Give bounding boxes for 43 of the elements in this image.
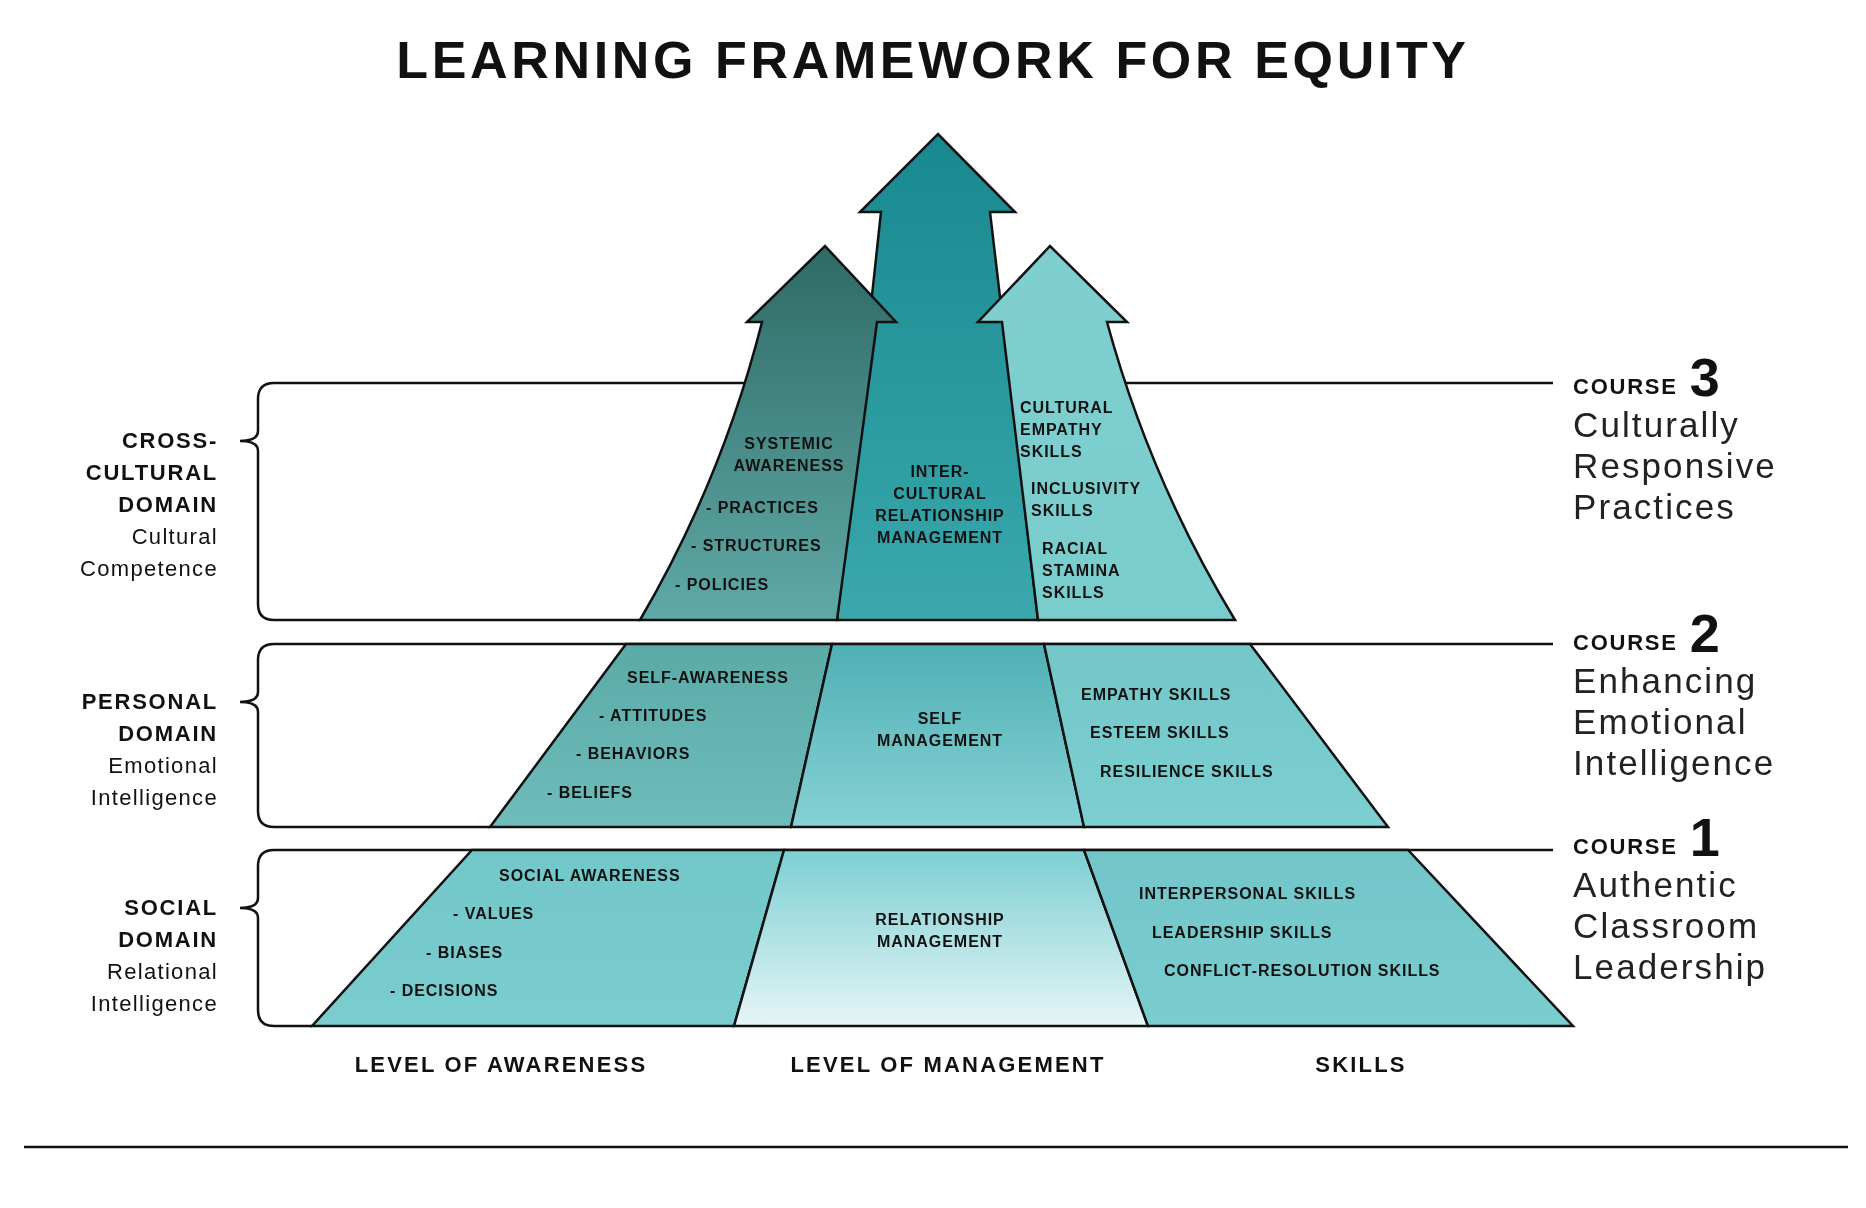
segment-label: RELATIONSHIP MANAGEMENT: [874, 910, 1006, 952]
course-label: COURSE: [1573, 374, 1678, 400]
domain-heading: PERSONAL DOMAIN: [80, 688, 218, 748]
segment-label: - BEHAVIORS: [576, 744, 691, 764]
domain-heading: SOCIAL DOMAIN: [117, 894, 218, 954]
course-number: 2: [1689, 608, 1720, 658]
segment-label: INCLUSIVITY SKILLS: [1031, 479, 1142, 521]
course-title: Culturally Responsive Practices: [1573, 404, 1778, 527]
domain-subtitle: Cultural Competence: [79, 523, 218, 583]
segment-label: INTERPERSONAL SKILLS: [1139, 884, 1357, 904]
segment-label: - DECISIONS: [390, 981, 499, 1001]
course-label: COURSE: [1573, 834, 1678, 860]
segment-label: SELF MANAGEMENT: [875, 709, 1004, 751]
segment-label: - POLICIES: [675, 575, 770, 595]
segment-label: INTER-CULTURAL RELATIONSHIP MANAGEMENT: [874, 462, 1006, 548]
column-label: LEVEL OF MANAGEMENT: [790, 1051, 1106, 1079]
segment-label: - STRUCTURES: [691, 536, 822, 556]
segment-label: - VALUES: [453, 904, 535, 924]
segment-label: - BELIEFS: [547, 783, 633, 803]
segment-label: CONFLICT-RESOLUTION SKILLS: [1164, 961, 1441, 981]
segment-label: EMPATHY SKILLS: [1081, 685, 1232, 705]
course-number: 1: [1689, 812, 1720, 862]
segment-label: RESILIENCE SKILLS: [1100, 762, 1274, 782]
column-label: SKILLS: [1315, 1051, 1407, 1079]
course-title: Enhancing Emotional Intelligence: [1573, 660, 1777, 783]
course-label: COURSE: [1573, 630, 1678, 656]
domain-subtitle: Relational Intelligence: [89, 958, 218, 1018]
segment-label: - BIASES: [426, 943, 504, 963]
segment-label: CULTURAL EMPATHY SKILLS: [1020, 398, 1115, 462]
segment-label: ESTEEM SKILLS: [1090, 723, 1230, 743]
domain-subtitle: Emotional Intelligence: [89, 752, 218, 812]
title: LEARNING FRAMEWORK FOR EQUITY: [395, 30, 1471, 91]
segment-label: LEADERSHIP SKILLS: [1152, 923, 1333, 943]
segment-label: SELF-AWARENESS: [627, 668, 789, 688]
segment-label: SYSTEMIC AWARENESS: [732, 434, 846, 476]
course-title: Authentic Classroom Leadership: [1573, 864, 1769, 987]
segment-label: SOCIAL AWARENESS: [499, 866, 681, 886]
segment-label: - PRACTICES: [706, 498, 819, 518]
segment-label: - ATTITUDES: [599, 706, 708, 726]
segment-label: RACIAL STAMINA SKILLS: [1042, 539, 1121, 603]
column-label: LEVEL OF AWARENESS: [354, 1051, 648, 1079]
course-number: 3: [1689, 352, 1720, 402]
domain-heading: CROSS-CULTURAL DOMAIN: [84, 427, 218, 519]
